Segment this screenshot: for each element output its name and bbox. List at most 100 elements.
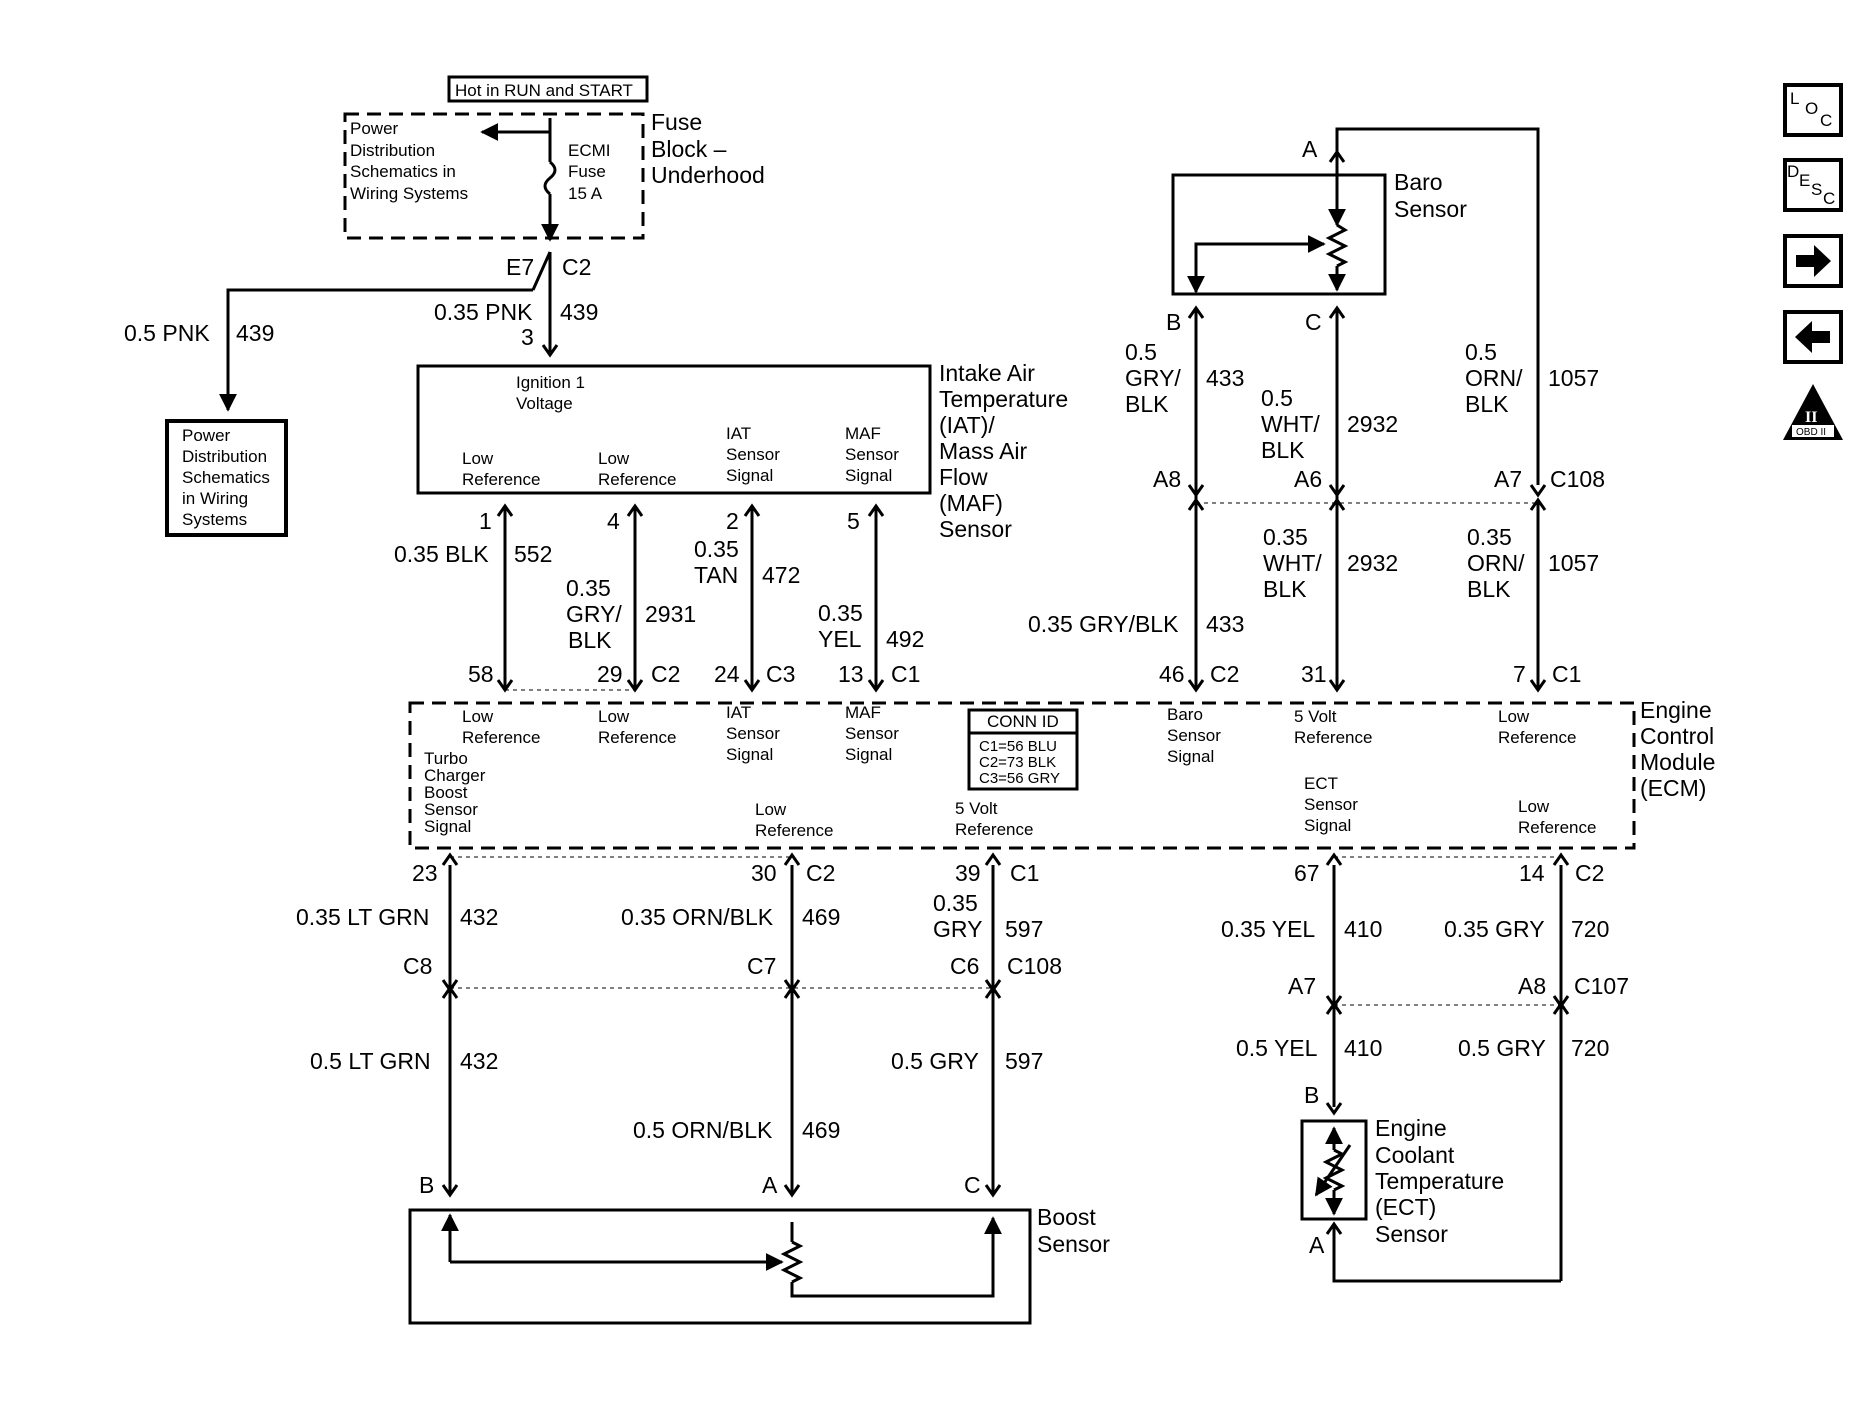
desc-letter-s: S	[1811, 180, 1822, 199]
ecm-pin-chevrons-bottom-left	[441, 852, 1002, 866]
ecm-pin-30: 30	[751, 860, 777, 886]
wire-720b-color: 0.5 GRY	[1458, 1035, 1546, 1061]
wire-432-color: 0.35 LT GRN	[296, 904, 429, 930]
baro-lower-a-color: 0.35 ORN/ BLK	[1467, 524, 1531, 602]
wire-410-color: 0.35 YEL	[1221, 916, 1315, 942]
wire-552-circuit: 552	[514, 541, 552, 567]
ecm-turbo-boost-signal: Turbo Charger Boost Sensor Signal	[424, 749, 490, 836]
ecm-pin-chevrons-top	[496, 679, 885, 693]
obd-ii-label: OBD II	[1796, 427, 1826, 438]
baro-lower-b-circuit: 433	[1206, 611, 1244, 637]
fuse-block-outline	[343, 112, 645, 240]
iat-maf-box	[416, 364, 932, 495]
power-distribution-reference: Power Distribution Schematics in Wiring …	[350, 119, 468, 203]
baro-lower-a-circuit: 1057	[1548, 550, 1599, 576]
ecm-ect-signal: ECT Sensor Signal	[1304, 774, 1363, 835]
iat-maf-sensor: Ignition 1 Voltage Low Reference Low Ref…	[416, 360, 1075, 542]
iat-pin-4: 4	[607, 508, 620, 534]
ecm-pin-7: 7	[1513, 661, 1526, 687]
baro-pin-c: C	[1305, 309, 1322, 335]
iat-pin-2: 2	[726, 508, 739, 534]
wire-492-circuit: 492	[886, 626, 924, 652]
ecm-low-ref-bottom-right: Low Reference	[1518, 797, 1596, 837]
c108-chevrons-top	[1187, 484, 1547, 498]
branch-wire-color: 0.5 PNK	[124, 320, 210, 346]
baro-lower-b-color: 0.35 GRY/BLK	[1028, 611, 1179, 637]
ecm-conn-c3: C3	[766, 661, 795, 687]
loc-letter-c: C	[1820, 111, 1832, 130]
ect-sensor: A Engine Coolant Temperature (ECT) Senso…	[1300, 1115, 1561, 1283]
obd-ii-button[interactable]: II OBD II	[1783, 384, 1843, 440]
ecm-low-ref-bottom: Low Reference	[755, 800, 833, 840]
wire-597b-circuit: 597	[1005, 1048, 1043, 1074]
ecm-low-ref-b: Low Reference	[598, 707, 676, 747]
wire-410-circuit: 410	[1344, 916, 1382, 942]
prev-button[interactable]	[1783, 310, 1843, 364]
ecm-conn-c1-bottom: C1	[1010, 860, 1039, 886]
hot-in-run-label: Hot in RUN and START	[455, 81, 633, 100]
wire-597-circuit: 597	[1005, 916, 1043, 942]
baro-wiper	[1194, 235, 1326, 290]
loc-letter-o: O	[1805, 99, 1818, 118]
ecm-pin-14: 14	[1519, 860, 1545, 886]
wire-469b-circuit: 469	[802, 1117, 840, 1143]
baro-bc-chevrons	[1187, 305, 1346, 319]
inline-c108: C108	[1007, 953, 1062, 979]
ecm-conn-c2-right: C2	[1210, 661, 1239, 687]
loc-button[interactable]: L O C	[1783, 83, 1843, 137]
ecm-pin-24: 24	[714, 661, 740, 687]
fuse-icon	[543, 160, 557, 196]
ecm-conn-c1-left: C1	[891, 661, 920, 687]
ect-title: Engine Coolant Temperature (ECT) Sensor	[1375, 1115, 1511, 1247]
inline-c7: C7	[747, 953, 776, 979]
wire-720-color: 0.35 GRY	[1444, 916, 1545, 942]
iat-maf-title: Intake Air Temperature (IAT)/ Mass Air F…	[939, 360, 1075, 542]
c108-pin-a8: A8	[1153, 466, 1181, 492]
ecm-pin-chevrons-top-right	[1187, 679, 1547, 693]
branch-wire-circuit: 439	[236, 320, 274, 346]
next-button[interactable]	[1783, 234, 1843, 288]
inline-c8: C8	[403, 953, 432, 979]
boost-pin-b: B	[419, 1172, 434, 1198]
iat-pin-5: 5	[847, 508, 860, 534]
ect-box	[1300, 1119, 1368, 1221]
feed-wire-color: 0.35 PNK	[434, 299, 533, 325]
ecm-pin-46: 46	[1159, 661, 1185, 687]
wire-469b-color: 0.5 ORN/BLK	[633, 1117, 773, 1143]
ecm-module: Engine Control Module (ECM) Low Referenc…	[408, 697, 1715, 850]
ect-variable-arrow	[1314, 1144, 1352, 1197]
wire-720b-circuit: 720	[1571, 1035, 1609, 1061]
ect-ecm-chevrons	[1325, 852, 1570, 866]
ecm-low-ref-a: Low Reference	[462, 707, 540, 747]
wire-720-circuit: 720	[1571, 916, 1609, 942]
forward-arrow-icon	[1796, 245, 1831, 277]
loc-letter-l: L	[1790, 89, 1799, 108]
c107-chevrons-bottom	[1325, 1001, 1570, 1015]
splice-e7-c2: E7 C2 0.5 PNK 439 0.35 PNK 439 3	[124, 251, 598, 412]
ecm-pin-39: 39	[955, 860, 981, 886]
ecm-pin-31: 31	[1301, 661, 1327, 687]
iat-ecm-wires: 0.35 BLK 552 0.35 GRY/ BLK 2931 0.35 TAN…	[394, 503, 924, 693]
ect-pin-b-chevron	[1325, 1102, 1343, 1116]
c108-pin-a7: A7	[1494, 466, 1522, 492]
ecm-5v-ref-top: 5 Volt Reference	[1294, 707, 1372, 747]
conn-c2: C2	[562, 254, 591, 280]
ecm-low-ref-top-right: Low Reference	[1498, 707, 1576, 747]
ecm-pin-13: 13	[838, 661, 864, 687]
boost-pin-c: C	[964, 1172, 981, 1198]
feed-pin-chevron	[541, 344, 559, 358]
boost-box	[408, 1208, 1032, 1325]
iat-pin-chevrons	[496, 503, 885, 517]
boost-title: Boost Sensor	[1037, 1204, 1110, 1257]
wire-552-color: 0.35 BLK	[394, 541, 489, 567]
ecm-conn-c1-right: C1	[1552, 661, 1581, 687]
power-distribution-box-label: Power Distribution Schematics in Wiring …	[182, 426, 275, 529]
wire-410b-color: 0.5 YEL	[1236, 1035, 1318, 1061]
wire-2931-circuit: 2931	[645, 601, 696, 627]
desc-button[interactable]: D E S C	[1783, 158, 1843, 212]
ecm-baro-signal: Baro Sensor Signal	[1167, 705, 1226, 766]
boost-sensor: Boost Sensor	[408, 1204, 1110, 1325]
ecm-pin-23: 23	[412, 860, 438, 886]
c108-pin-a6: A6	[1294, 466, 1322, 492]
